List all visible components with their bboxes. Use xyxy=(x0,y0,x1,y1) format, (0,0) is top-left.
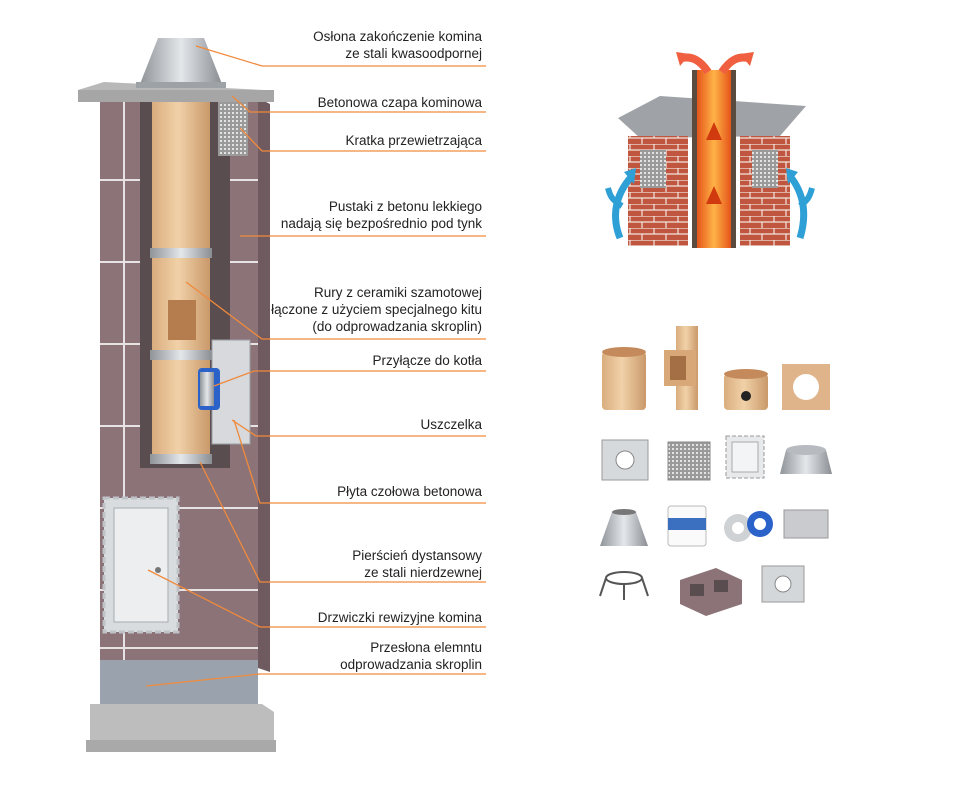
spacer-ring xyxy=(599,571,649,600)
label-boiler-connector: Przyłącze do kotła xyxy=(372,353,482,368)
leader-inspection-door xyxy=(147,569,486,628)
label-concrete-cap: Betonowa czapa kominowa xyxy=(317,95,482,110)
condensate-cup xyxy=(724,369,768,410)
chimney-base xyxy=(86,704,276,752)
inspection-door xyxy=(102,496,180,634)
steel-plate xyxy=(601,439,649,481)
leader-concrete-cap xyxy=(231,95,486,113)
steel-cap xyxy=(600,509,648,546)
label-inspection-door: Drzwiczki rewizyjne komina xyxy=(317,610,482,625)
chimney-block xyxy=(680,568,742,616)
leader-condensate-cover xyxy=(145,673,486,687)
steel-cover xyxy=(780,445,832,474)
leader-front-plate xyxy=(233,419,486,504)
label-seal: Uszczelka xyxy=(420,417,482,432)
steel-cap-cover xyxy=(136,38,226,88)
front-plate-part xyxy=(783,509,829,539)
putty-bucket xyxy=(667,505,707,547)
leader-boiler-connector xyxy=(213,370,486,387)
label-front-plate: Płyta czołowa betonowa xyxy=(337,484,482,499)
leader-ceramic-pipes xyxy=(185,281,486,340)
leader-lines xyxy=(145,45,486,687)
vent-grille xyxy=(218,102,248,156)
boiler-connector xyxy=(198,339,251,445)
leader-spacer-ring xyxy=(199,461,486,583)
vent-grille-part xyxy=(667,441,711,481)
leader-seal xyxy=(231,419,486,437)
label-vent-grille: Kratka przewietrzająca xyxy=(345,133,482,148)
ceramic-pipe xyxy=(602,347,646,410)
cover-plate xyxy=(761,565,805,603)
seals xyxy=(724,511,773,542)
concrete-cap xyxy=(78,82,274,102)
leader-vent-grille xyxy=(239,127,486,152)
components-grid xyxy=(599,326,832,616)
airflow-diagram xyxy=(605,52,815,248)
ceramic-connector xyxy=(782,364,830,410)
ceramic-liner xyxy=(150,86,212,464)
ceramic-tee xyxy=(664,326,698,410)
leader-cap-cover xyxy=(195,45,486,67)
inspection-door-part xyxy=(725,435,765,479)
